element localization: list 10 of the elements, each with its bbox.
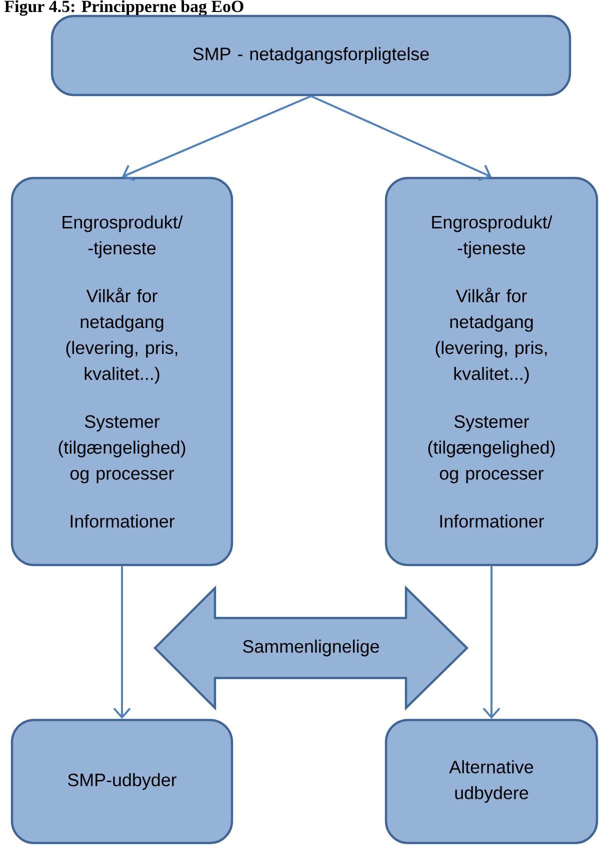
process-box: Engrosprodukt/ -tjeneste Vilkår for netadgang (levering, pris, kvalitet...) Systemer (tilgængelighed) og processer Informationer: [384, 176, 598, 566]
arrow: [122, 95, 312, 182]
process-box: Alternative udbydere: [384, 718, 598, 844]
process-box: SMP-udbyder: [10, 718, 234, 844]
process-box: SMP - netadgangsforpligtelse: [50, 14, 572, 96]
figure-title: Figur 4.5: Principperne bag EoO: [4, 0, 244, 16]
arrow: [482, 566, 500, 719]
arrow: [113, 566, 131, 719]
process-box: Engrosprodukt/ -tjeneste Vilkår for netadgang (levering, pris, kvalitet...) Systemer (tilgængelighed) og processer Informationer: [10, 176, 234, 566]
arrow: [310, 95, 492, 181]
